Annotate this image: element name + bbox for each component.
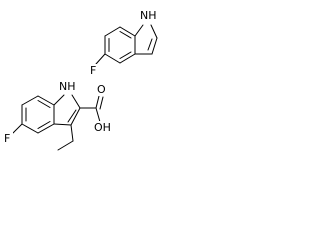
bond (95, 107, 101, 123)
bond (57, 140, 74, 151)
bottom-o-label: O (97, 83, 106, 96)
top-f-label: F (90, 64, 96, 77)
bond-double (119, 31, 132, 39)
bond-double (99, 96, 104, 110)
bond-double (95, 95, 100, 109)
bond (12, 123, 23, 134)
bond (119, 26, 136, 37)
bond (37, 95, 55, 106)
bond-double (119, 51, 132, 59)
bond (95, 53, 106, 65)
bond (151, 37, 158, 55)
bond (104, 26, 121, 37)
chemical-structures-figure: NH F NH O OH (3, 9, 160, 151)
bond (21, 123, 39, 134)
bond (119, 53, 136, 64)
bond (150, 24, 158, 39)
bond (70, 124, 74, 142)
top-nh-label: NH (140, 9, 157, 22)
bond-double (37, 100, 51, 108)
bond (134, 24, 144, 37)
bond (71, 94, 81, 109)
bond-double (67, 109, 77, 123)
bond (104, 53, 121, 64)
bond-double (147, 38, 153, 51)
top-molecule-5-fluoroindole: NH F (89, 9, 160, 77)
bond (53, 123, 72, 126)
bond (37, 123, 55, 134)
bottom-f-label: F (4, 132, 10, 145)
bond (21, 95, 39, 106)
bottom-molecule-indole-carboxylic-acid: NH O OH F (3, 80, 114, 151)
bond (53, 94, 65, 106)
bottom-oh-label: OH (94, 121, 111, 134)
bond-double (37, 121, 51, 129)
bond (70, 107, 81, 126)
bottom-nh-label: NH (59, 80, 76, 93)
